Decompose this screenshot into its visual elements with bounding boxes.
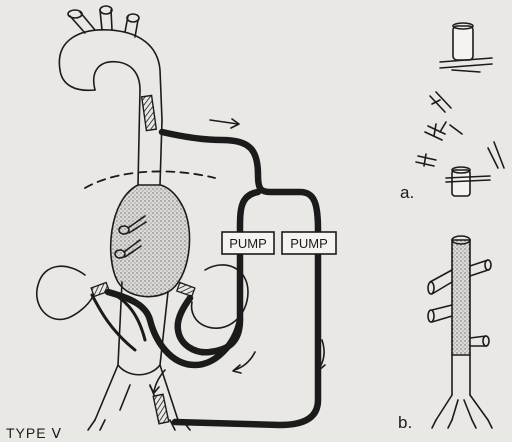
pump-right: PUMP xyxy=(282,232,336,254)
type-label: TYPE Ⅴ xyxy=(6,425,62,441)
pump-left: PUMP xyxy=(222,232,274,254)
proximal-graft-site xyxy=(142,95,157,130)
aneurysm xyxy=(111,185,190,297)
left-kidney xyxy=(37,266,92,319)
pump-right-label: PUMP xyxy=(290,236,328,251)
panel-b-graft xyxy=(428,236,492,428)
right-renal-graft xyxy=(177,283,195,297)
panel-b-label: b. xyxy=(398,413,412,432)
panel-a-label: a. xyxy=(400,183,414,202)
panel-a-detail xyxy=(416,23,504,196)
distal-graft-site xyxy=(153,394,169,423)
pump-left-label: PUMP xyxy=(229,236,267,251)
